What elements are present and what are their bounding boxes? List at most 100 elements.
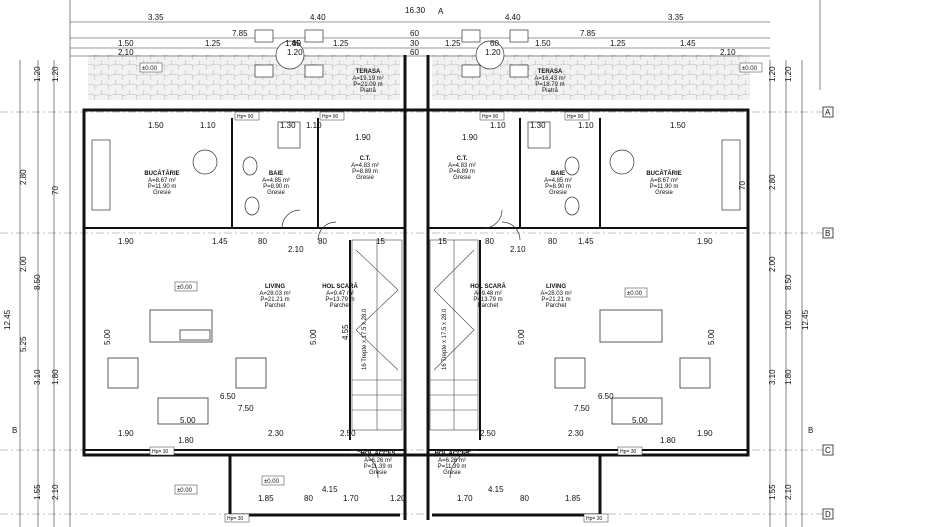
label-drawing-rooms-baie_right-area: A=4.85 m² xyxy=(544,178,572,184)
label-drawing-rooms-baie_right-finish: Gresie xyxy=(549,190,567,196)
label-drawing-inner_dims-row_c_left-1: 1.80 xyxy=(178,436,194,445)
label-drawing-rooms-bucatarie_left-area: A=8.67 m² xyxy=(148,178,176,184)
label-drawing-inner_dims-vertical_mid-0: 5.00 xyxy=(103,329,112,345)
label-drawing-rooms-terasa_left-name: TERASA xyxy=(356,69,381,75)
dim-top-l5: 1.25 xyxy=(205,39,221,48)
room-labels: TERASA A=19.19 m² P=21.09 m Piatră TERAS… xyxy=(144,69,681,476)
label-drawing-inner_dims-hp-0: Hp= 90 xyxy=(237,114,253,120)
right-dimensions: 1.20 1.20 2.80 70 8.50 2.00 10.05 12.45 … xyxy=(738,66,810,500)
label-drawing-rooms-living_right-name: LIVING xyxy=(546,284,566,290)
label-drawing-inner_dims-row_a_right-3: 1.10 xyxy=(578,121,594,130)
label-drawing-inner_dims-living_w-1: 6.50 xyxy=(220,392,236,401)
dim-top-l7: 1.25 xyxy=(333,39,349,48)
dim-top-r1: 4.40 xyxy=(505,13,521,22)
label-drawing-inner_dims-row_b_left-4: 80 xyxy=(318,237,327,246)
label-drawing-inner_dims-hp-6: Hp= 30 xyxy=(227,516,243,522)
label-drawing-rooms-living_right-finish: Parchet xyxy=(546,303,567,309)
dim-right-3: 2.80 xyxy=(768,174,777,190)
label-drawing-rooms-hol_scara_right-perim: P=13.79 m xyxy=(473,297,502,303)
label-drawing-levels-2: ±0.00 xyxy=(177,285,193,291)
living-furniture xyxy=(107,309,711,425)
label-drawing-inner_dims-row_b_right-3: 80 xyxy=(548,237,557,246)
fixtures xyxy=(91,121,741,216)
room-bucatarie-left: BUCĂTĂRIE A=8.67 m² P=11.90 m Gresie xyxy=(144,170,179,196)
dim-left-2: 1.20 xyxy=(51,66,60,82)
label-drawing-inner_dims-row_b_right-0: 15 xyxy=(438,237,447,246)
axis-a: A xyxy=(825,108,831,117)
dim-left-10: 1.80 xyxy=(51,369,60,385)
label-drawing-rooms-ct_right-area: A=4.83 m² xyxy=(448,163,476,169)
label-drawing-rooms-baie_left-area: A=4.85 m² xyxy=(262,178,290,184)
label-drawing-inner_dims-row_c_left-2: 2.30 xyxy=(268,429,284,438)
label-drawing-inner_dims-living_w-1: 6.50 xyxy=(598,392,614,401)
room-baie-left: BAIE A=4.85 m² P=8.90 m Gresie xyxy=(262,171,290,196)
label-drawing-inner_dims-vertical_mid-1: 4.55 xyxy=(341,324,350,340)
label-drawing-rooms-hol_acces_left-name: HOL ACCES xyxy=(360,451,395,457)
label-drawing-rooms-bucatarie_right-perim: P=11.90 m xyxy=(650,184,679,190)
label-drawing-inner_dims-hp-3: Hp= 90 xyxy=(567,114,583,120)
label-drawing-inner_dims-bottom_right-2: 80 xyxy=(520,494,529,503)
dim-right-6: 2.00 xyxy=(768,256,777,272)
dim-top-r6: 1.45 xyxy=(680,39,696,48)
label-drawing-inner_dims-row_a_right-4: 1.50 xyxy=(670,121,686,130)
label-drawing-inner_dims-row_b_left-5: 15 xyxy=(376,237,385,246)
label-drawing-rooms-terasa_left-finish: Piatră xyxy=(360,88,376,94)
label-drawing-rooms-terasa_right-finish: Piatră xyxy=(542,88,558,94)
terrace-furniture xyxy=(254,29,529,78)
top-dimensions: 3.35 4.40 7.85 1.50 1.25 1.45 1.25 2.10 … xyxy=(118,6,736,57)
dim-top-center2: 60 xyxy=(410,29,419,38)
label-drawing-rooms-ct_left-name: C.T. xyxy=(360,156,371,162)
dim-right-11: 1.55 xyxy=(768,484,777,500)
dim-top-r4: 1.50 xyxy=(535,39,551,48)
axis-b: B xyxy=(825,229,830,238)
dim-left-6: 2.00 xyxy=(19,256,28,272)
label-drawing-rooms-bucatarie_right-area: A=8.67 m² xyxy=(650,178,678,184)
label-drawing-inner_dims-bottom_left-0: 4.15 xyxy=(322,485,338,494)
label-drawing-inner_dims-hp-2: Hp= 90 xyxy=(482,114,498,120)
label-drawing-rooms-terasa_right-area: A=16.43 m² xyxy=(534,76,565,82)
label-drawing-rooms-ct_left-perim: P=8.89 m xyxy=(352,169,378,175)
room-bucatarie-right: BUCĂTĂRIE A=8.67 m² P=11.90 m Gresie xyxy=(646,170,681,196)
dim-top-l6: 1.45 xyxy=(285,39,301,48)
label-drawing-rooms-ct_left-finish: Gresie xyxy=(356,175,374,181)
label-drawing-inner_dims-bottom_left-1: 1.85 xyxy=(258,494,274,503)
label-drawing-inner_dims-row_b_right-4: 1.45 xyxy=(578,237,594,246)
label-drawing-rooms-hol_scara_right-finish: Parchet xyxy=(478,303,499,309)
label-drawing-inner_dims-vertical_mid-2: 5.00 xyxy=(517,329,526,345)
label-drawing-rooms-hol_scara_right-area: A=9.48 m² xyxy=(474,291,502,297)
dim-top-r5: 1.25 xyxy=(610,39,626,48)
label-drawing-inner_dims-row_a_left-2: 1.30 xyxy=(280,121,296,130)
dim-left-1: 1.20 xyxy=(33,66,42,82)
label-drawing-rooms-hol_acces_right-name: HOL ACCES xyxy=(434,451,469,457)
label-drawing-inner_dims-row_a_right-1: 1.10 xyxy=(490,121,506,130)
axis-c: C xyxy=(825,446,831,455)
dim-right-7: 10.05 xyxy=(784,309,793,330)
room-baie-right: BAIE A=4.85 m² P=8.90 m Gresie xyxy=(544,171,572,196)
dim-right-9: 3.10 xyxy=(768,369,777,385)
label-drawing-rooms-terasa_left-perim: P=21.09 m xyxy=(353,82,382,88)
label-drawing-inner_dims-bottom_left-2: 80 xyxy=(304,494,313,503)
label-drawing-inner_dims-living_w-0: 7.50 xyxy=(238,404,254,413)
label-drawing-inner_dims-row_b_left-0: 1.90 xyxy=(118,237,134,246)
label-drawing-inner_dims-row_c_right-0: 2.50 xyxy=(480,429,496,438)
label-drawing-inner_dims-row_c_right-1: 2.30 xyxy=(568,429,584,438)
label-drawing-inner_dims-stairs_left: 16 Trepte x 17.5 x 28.0 xyxy=(362,308,368,370)
dim-left-12: 2.10 xyxy=(51,484,60,500)
label-drawing-inner_dims-row_c_left-0: 1.90 xyxy=(118,429,134,438)
label-drawing-rooms-living_left-finish: Parchet xyxy=(265,303,286,309)
label-drawing-inner_dims-bottom_right-1: 1.70 xyxy=(457,494,473,503)
label-drawing-rooms-hol_acces_right-perim: P=11.39 m xyxy=(438,464,467,470)
label-drawing-rooms-ct_right-perim: P=8.89 m xyxy=(449,169,475,175)
label-drawing-rooms-bucatarie_left-name: BUCĂTĂRIE xyxy=(144,170,179,177)
dim-top-l4: 1.50 xyxy=(118,39,134,48)
label-drawing-inner_dims-hp-1: Hp= 90 xyxy=(322,114,338,120)
label-drawing-rooms-baie_right-name: BAIE xyxy=(551,171,565,177)
interior-walls xyxy=(84,118,748,451)
label-drawing-inner_dims-living_w-2: 5.00 xyxy=(632,416,648,425)
label-drawing-rooms-hol_acces_left-finish: Gresie xyxy=(369,470,387,476)
label-drawing-inner_dims-row_c_left-3: 2.50 xyxy=(340,429,356,438)
label-drawing-rooms-hol_acces_left-perim: P=11.39 m xyxy=(364,464,393,470)
label-drawing-inner_dims-row_b_left-2: 80 xyxy=(258,237,267,246)
label-drawing-inner_dims-vertical_mid-0: 5.00 xyxy=(309,329,318,345)
